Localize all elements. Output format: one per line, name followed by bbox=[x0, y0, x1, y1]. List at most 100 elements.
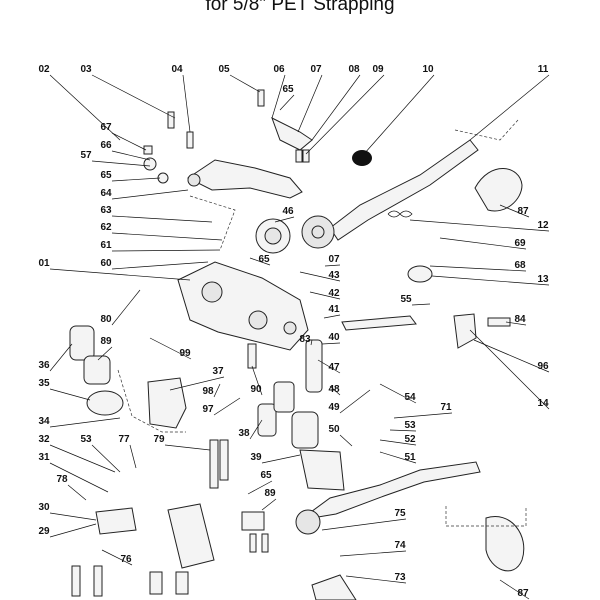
callout-leader-line bbox=[229, 74, 261, 93]
handle-hub-part bbox=[295, 509, 321, 535]
callout-leader-line bbox=[311, 74, 361, 141]
part-callout-label: 39 bbox=[250, 452, 262, 463]
pawl-part bbox=[299, 449, 345, 491]
callout-leader-line bbox=[473, 339, 550, 373]
screw-part bbox=[143, 145, 153, 155]
callout-leader-line bbox=[49, 417, 121, 428]
part-callout-label: 01 bbox=[38, 258, 50, 269]
callout-leader-line bbox=[129, 444, 137, 469]
part-callout-label: 89 bbox=[100, 336, 112, 347]
part-callout-label: 63 bbox=[100, 205, 112, 216]
callout-leader-line bbox=[310, 339, 313, 346]
callout-leader-line bbox=[339, 389, 371, 414]
callout-leader-line bbox=[321, 342, 341, 345]
callout-leader-line bbox=[249, 257, 271, 266]
part-callout-label: 98 bbox=[202, 386, 214, 397]
spacer-part bbox=[257, 403, 277, 437]
part-callout-label: 65 bbox=[282, 84, 294, 95]
callout-leader-line bbox=[91, 74, 176, 119]
part-callout-label: 65 bbox=[260, 470, 272, 481]
body-bore-part bbox=[283, 321, 297, 335]
callout-leader-line bbox=[111, 249, 221, 252]
part-callout-label: 06 bbox=[273, 64, 285, 75]
callout-leader-line bbox=[499, 579, 530, 600]
callout-leader-line bbox=[429, 265, 527, 272]
body-bore-part bbox=[248, 310, 268, 330]
callout-leader-line bbox=[111, 215, 213, 223]
part-callout-label: 66 bbox=[100, 140, 112, 151]
callout-leader-line bbox=[111, 289, 141, 326]
callout-leader-line bbox=[321, 518, 407, 531]
callout-leader-line bbox=[363, 74, 435, 155]
part-callout-label: 78 bbox=[56, 474, 68, 485]
part-callout-label: 38 bbox=[238, 428, 250, 439]
callout-leader-line bbox=[49, 523, 97, 538]
part-callout-label: 48 bbox=[328, 384, 340, 395]
part-callout-label: 60 bbox=[100, 258, 112, 269]
callout-leader-line bbox=[505, 321, 527, 326]
screw-part bbox=[93, 565, 103, 597]
part-callout-label: 64 bbox=[100, 188, 112, 199]
part-callout-label: 77 bbox=[118, 434, 130, 445]
part-callout-label: 41 bbox=[328, 304, 340, 315]
part-callout-label: 32 bbox=[38, 434, 50, 445]
link-bar-part bbox=[341, 315, 417, 331]
part-callout-label: 05 bbox=[218, 64, 230, 75]
callout-leader-line bbox=[411, 303, 431, 306]
assembly-outline bbox=[189, 195, 236, 251]
callout-leader-line bbox=[339, 550, 407, 557]
part-callout-label: 30 bbox=[38, 502, 50, 513]
callout-leader-line bbox=[169, 376, 225, 391]
part-callout-label: 09 bbox=[372, 64, 384, 75]
part-callout-label: 08 bbox=[348, 64, 360, 75]
callout-leader-line bbox=[49, 388, 91, 401]
callout-leader-line bbox=[111, 150, 151, 161]
part-callout-label: 73 bbox=[394, 572, 406, 583]
callout-leader-line bbox=[249, 419, 263, 440]
part-callout-label: 47 bbox=[328, 362, 340, 373]
part-callout-label: 67 bbox=[100, 122, 112, 133]
callout-leader-line bbox=[469, 329, 550, 410]
callout-leader-line bbox=[111, 232, 223, 241]
callout-leader-line bbox=[49, 343, 73, 372]
callout-leader-line bbox=[97, 346, 113, 361]
part-callout-label: 62 bbox=[100, 222, 112, 233]
spring-part bbox=[387, 210, 413, 218]
nut-part bbox=[143, 157, 157, 171]
part-callout-label: 35 bbox=[38, 378, 50, 389]
callout-leader-line bbox=[317, 359, 341, 374]
callout-leader-line bbox=[379, 451, 417, 464]
callout-leader-line bbox=[409, 219, 550, 232]
part-callout-label: 61 bbox=[100, 240, 112, 251]
part-callout-label: 37 bbox=[212, 366, 224, 377]
callout-leader-line bbox=[49, 74, 121, 141]
part-callout-label: 57 bbox=[80, 150, 92, 161]
clip-plate-part bbox=[95, 507, 137, 535]
callout-leader-line bbox=[213, 397, 241, 416]
nut-part bbox=[149, 571, 163, 595]
side-plate-part bbox=[167, 503, 215, 569]
sleeve-part bbox=[69, 325, 95, 361]
body-bore-part bbox=[201, 281, 223, 303]
callout-leader-line bbox=[329, 385, 341, 396]
part-callout-label: 79 bbox=[153, 434, 165, 445]
callout-leader-line bbox=[439, 237, 527, 250]
diagram-title: for 5/8" PET Strapping bbox=[205, 0, 395, 15]
bracket-part bbox=[147, 377, 187, 429]
part-callout-label: 03 bbox=[80, 64, 92, 75]
part-callout-label: 13 bbox=[537, 274, 549, 285]
shaft-part bbox=[291, 411, 319, 449]
part-callout-label: 54 bbox=[404, 392, 416, 403]
callout-leader-line bbox=[111, 189, 189, 200]
bushing-part bbox=[83, 355, 111, 385]
callout-leader-line bbox=[111, 177, 161, 182]
part-callout-label: 34 bbox=[38, 416, 50, 427]
callout-leader-line bbox=[182, 74, 191, 133]
part-callout-label: 07 bbox=[328, 254, 340, 265]
callout-leader-line bbox=[389, 429, 417, 432]
part-callout-label: 89 bbox=[264, 488, 276, 499]
callout-leader-line bbox=[111, 132, 147, 151]
lower-knob-part bbox=[485, 516, 525, 572]
pin-part bbox=[295, 149, 303, 163]
